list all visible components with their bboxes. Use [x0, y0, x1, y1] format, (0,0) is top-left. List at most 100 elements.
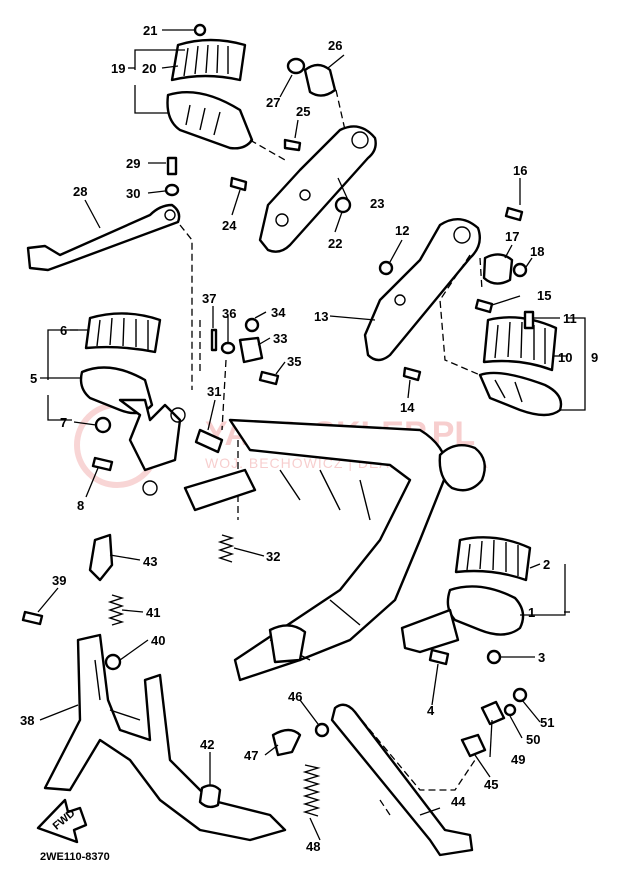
bolt-29: [166, 156, 178, 176]
callout-13: 13: [314, 309, 328, 324]
washer-36: [220, 341, 236, 355]
forward-arrow-icon: FWD: [36, 798, 88, 844]
bolt-15: [474, 298, 494, 314]
bracket-1: [400, 608, 460, 654]
drawing-code: 2WE110-8370: [40, 851, 110, 863]
callout-49: 49: [511, 752, 525, 767]
bolt-8: [91, 456, 114, 472]
washer-18: [512, 262, 528, 278]
bolt-25: [283, 138, 302, 152]
callout-50: 50: [526, 732, 540, 747]
washer-3: [486, 649, 502, 665]
assembly-dashed-leaders-top: [249, 89, 346, 161]
callout-19: 19: [111, 61, 125, 76]
callout-20: 20: [142, 61, 156, 76]
bolt-21: [193, 23, 207, 37]
callout-5: 5: [30, 371, 37, 386]
callout-40: 40: [151, 633, 165, 648]
callout-16: 16: [513, 163, 527, 178]
callout-48: 48: [306, 839, 320, 854]
bracket-49: [480, 700, 506, 726]
washer-30: [164, 183, 180, 197]
callout-46: 46: [288, 689, 302, 704]
side-stand-assembly: [271, 687, 528, 857]
callout-34: 34: [271, 305, 286, 320]
callout-3: 3: [538, 650, 545, 665]
group-brackets: [47, 49, 586, 421]
callout-22: 22: [328, 236, 342, 251]
callout-37: 37: [202, 291, 216, 306]
footrest-19: [166, 91, 254, 150]
bracket-43: [88, 533, 114, 582]
center-stand-assembly: [21, 533, 287, 842]
washer-7: [94, 416, 112, 434]
switch-45: [460, 733, 487, 758]
front-footrest-left-assembly: [79, 312, 280, 520]
callout-9: 9: [591, 350, 598, 365]
callout-14: 14: [400, 400, 415, 415]
footrest-rubber-10: [482, 316, 558, 372]
callout-32: 32: [266, 549, 280, 564]
center-stand-38: [43, 633, 287, 842]
stopper-42: [198, 784, 222, 809]
collar-27: [286, 57, 306, 75]
nut-12: [378, 260, 394, 276]
spring-48: [302, 764, 321, 817]
callout-47: 47: [244, 748, 258, 763]
pivot-31: [194, 428, 224, 454]
spring-32: [217, 534, 235, 563]
bracket-23: [258, 125, 377, 253]
callout-44: 44: [451, 794, 466, 809]
bolt-35: [258, 370, 280, 386]
callout-1: 1: [528, 605, 535, 620]
callout-6: 6: [60, 323, 67, 338]
callout-45: 45: [484, 777, 498, 792]
footrest-rubber-20: [170, 38, 247, 82]
callout-15: 15: [537, 288, 551, 303]
callout-33: 33: [273, 331, 287, 346]
callout-42: 42: [200, 737, 214, 752]
callout-30: 30: [126, 186, 140, 201]
bolt-14: [402, 366, 422, 382]
bolt-24: [229, 176, 248, 192]
callout-51: 51: [540, 715, 554, 730]
callout-27: 27: [266, 95, 280, 110]
bracket-13: [363, 218, 481, 362]
pin-37: [210, 328, 218, 352]
bolt-39: [21, 610, 44, 626]
callout-4: 4: [427, 703, 435, 718]
collar-40: [104, 653, 122, 671]
nut-22: [334, 196, 352, 214]
collar-26: [303, 63, 337, 97]
collar-17: [482, 253, 514, 285]
callout-labels: 1 2 3 4 5 6 7 8 9 10 11 12 13 14 15 16 1…: [20, 23, 598, 854]
bolt-11: [523, 310, 535, 330]
callout-36: 36: [222, 306, 236, 321]
callout-24: 24: [222, 218, 237, 233]
main-frame-section: [183, 418, 486, 682]
footrest-9: [478, 371, 563, 417]
callout-leaders: [37, 29, 570, 841]
washer-50: [503, 703, 517, 717]
front-footrest-right-assembly: [400, 536, 532, 666]
callout-8: 8: [77, 498, 84, 513]
nut-34: [244, 317, 260, 333]
bolt-4: [428, 648, 450, 666]
bolt-16: [504, 206, 524, 222]
callout-17: 17: [505, 229, 519, 244]
shift-pedal-28: [26, 203, 193, 390]
callout-35: 35: [287, 354, 301, 369]
callout-26: 26: [328, 38, 342, 53]
spring-41: [107, 594, 125, 626]
rear-footrest-left-assembly: [164, 23, 377, 253]
bracket-47: [271, 728, 302, 757]
callout-21: 21: [143, 23, 157, 38]
callout-25: 25: [296, 104, 310, 119]
callout-23: 23: [370, 196, 384, 211]
callout-41: 41: [146, 605, 160, 620]
collar-46: [314, 722, 330, 738]
bracket-31: [118, 398, 182, 472]
footrest-1: [446, 585, 525, 636]
callout-28: 28: [73, 184, 87, 199]
